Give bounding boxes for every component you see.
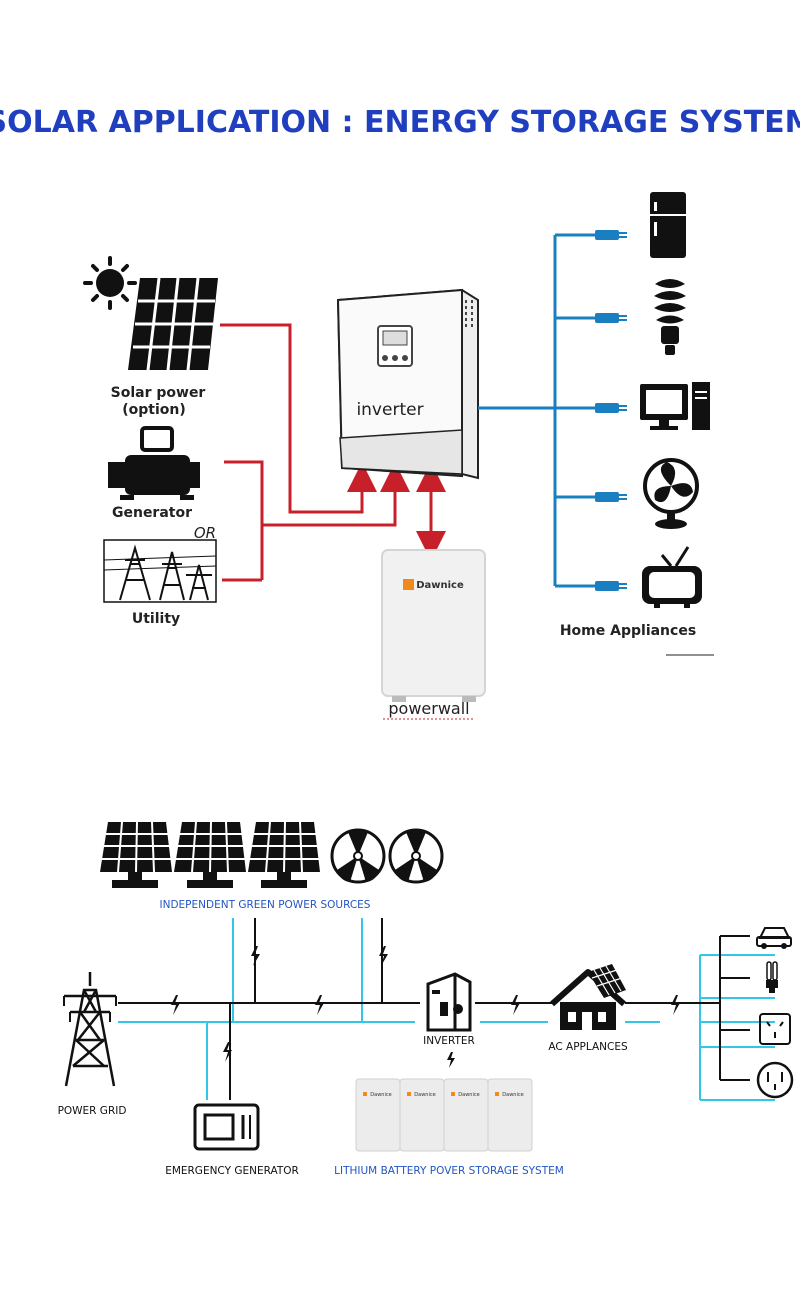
ac-output-lines xyxy=(478,233,595,588)
sun-icon xyxy=(83,256,137,310)
powerwall-brand: Dawnice xyxy=(416,580,464,591)
computer-icon xyxy=(640,382,710,430)
wind-turbine-icon xyxy=(388,828,444,884)
inverter-label: inverter xyxy=(356,400,423,420)
inverter-label-bottom: INVERTER xyxy=(423,1035,475,1047)
battery-brand: Dawnice xyxy=(458,1092,479,1098)
wind-turbine-icon xyxy=(330,828,386,884)
power-bus-lines xyxy=(118,918,775,1101)
solar-panel-grid xyxy=(101,821,319,873)
solar-panel-icon xyxy=(128,277,218,371)
generator-icon xyxy=(108,426,200,500)
inverter-unit xyxy=(336,288,479,480)
powerwall-label: powerwall xyxy=(388,699,469,718)
solar-option-label: (option) xyxy=(122,402,186,418)
dc-input-lines xyxy=(220,323,446,582)
solar-power-label: Solar power xyxy=(111,385,206,401)
home-appliances-label: Home Appliances xyxy=(560,623,696,639)
green-sources-label: INDEPENDENT GREEN POWER SOURCES xyxy=(160,899,371,911)
round-socket-icon xyxy=(756,1061,794,1099)
ac-appliances-label: AC APPLANCES xyxy=(548,1041,628,1053)
battery-stack xyxy=(355,1078,533,1152)
powerwall-battery xyxy=(381,549,486,702)
fan-icon xyxy=(643,458,699,529)
or-label: OR xyxy=(194,524,216,542)
tv-icon xyxy=(642,546,702,608)
generator-label: Generator xyxy=(112,505,192,521)
power-grid-label: POWER GRID xyxy=(58,1105,127,1117)
plug-icons xyxy=(595,230,627,591)
battery-storage-label: LITHIUM BATTERY POVER STORAGE SYSTEM xyxy=(334,1165,564,1177)
battery-brand: Dawnice xyxy=(414,1092,435,1098)
battery-brand: Dawnice xyxy=(370,1092,391,1098)
house-icon xyxy=(550,964,626,1030)
utility-tower-icon xyxy=(103,539,217,603)
lightning-icons xyxy=(171,946,680,1068)
emergency-generator-label: EMERGENCY GENERATOR xyxy=(165,1165,299,1177)
socket-icon xyxy=(759,1013,791,1045)
utility-label: Utility xyxy=(132,611,180,627)
page-title: SOLAR APPLICATION : ENERGY STORAGE SYSTE… xyxy=(0,105,800,140)
inverter-icon xyxy=(426,972,472,1032)
car-icon xyxy=(756,927,792,949)
fridge-icon xyxy=(650,192,686,258)
battery-brand: Dawnice xyxy=(502,1092,523,1098)
power-grid-tower-icon xyxy=(63,972,117,1087)
light-bulb-icon xyxy=(766,961,778,993)
light-bulb-icon xyxy=(654,279,686,355)
brand-logo-icon xyxy=(403,579,414,590)
emergency-generator-icon xyxy=(193,1103,260,1151)
